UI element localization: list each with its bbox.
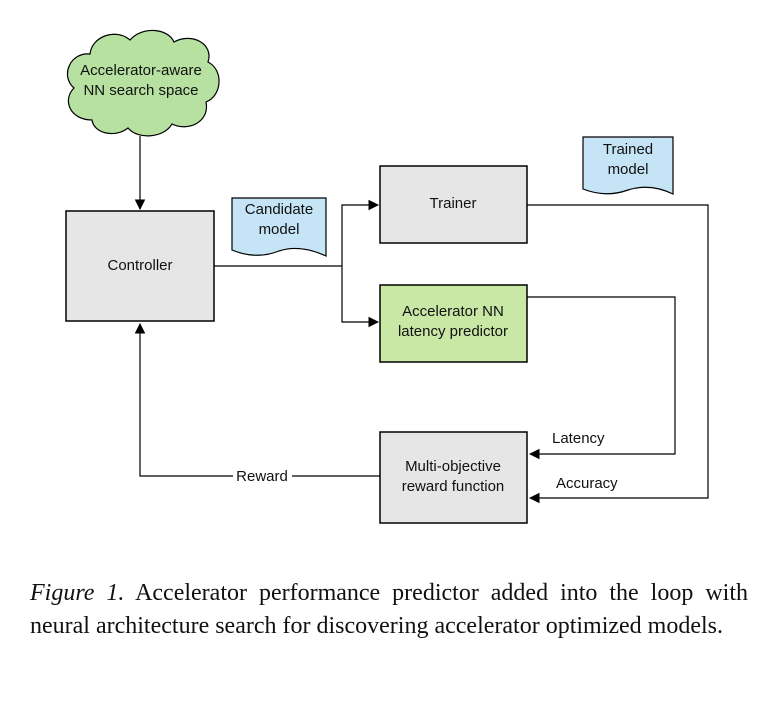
controller-label: Controller (107, 257, 172, 274)
edge-accuracy (527, 204, 709, 504)
search-space-cloud: Accelerator-aware NN search space (66, 29, 220, 137)
trained-doc-shape (582, 136, 674, 195)
reward-edge-label: Reward (236, 468, 288, 485)
search-space-line1: Accelerator-aware (80, 62, 202, 79)
trained-line1: Trained (603, 141, 653, 158)
reward-line1: Multi-objective (405, 458, 501, 475)
edge-split-to-trainer (341, 199, 380, 266)
candidate-model-doc: Candidate model (231, 197, 327, 257)
cloud-shape (66, 29, 220, 137)
trained-model-doc: Trained model (582, 136, 674, 195)
reward-function-node: Multi-objective reward function (379, 431, 528, 524)
candidate-doc-shape (231, 197, 327, 257)
caption-text: Accelerator performance predictor added … (30, 580, 748, 639)
latency-predictor-node: Accelerator NN latency predictor (379, 284, 528, 363)
reward-line2: reward function (402, 478, 505, 495)
reward-function-box (379, 431, 528, 524)
predictor-line2: latency predictor (398, 323, 508, 340)
figure-caption: Figure 1. Accelerator performance predic… (30, 577, 748, 643)
search-space-line2: NN search space (83, 82, 198, 99)
controller-node: Controller (65, 210, 215, 322)
trainer-box (379, 165, 528, 244)
caption-lead: Figure 1. (30, 580, 125, 606)
candidate-line1: Candidate (245, 201, 313, 218)
controller-box (65, 210, 215, 322)
accuracy-label: Accuracy (556, 475, 618, 492)
trainer-node: Trainer (379, 165, 528, 244)
candidate-line2: model (259, 221, 300, 238)
architecture-diagram: Accelerator-aware NN search space Contro… (65, 29, 709, 524)
latency-label: Latency (552, 430, 605, 447)
edge-split-to-predictor (341, 266, 380, 328)
trainer-label: Trainer (430, 195, 477, 212)
predictor-line1: Accelerator NN (402, 303, 504, 320)
trained-line2: model (608, 161, 649, 178)
edge-latency (527, 296, 676, 460)
edge-reward-to-controller (134, 322, 233, 477)
latency-predictor-box (379, 284, 528, 363)
